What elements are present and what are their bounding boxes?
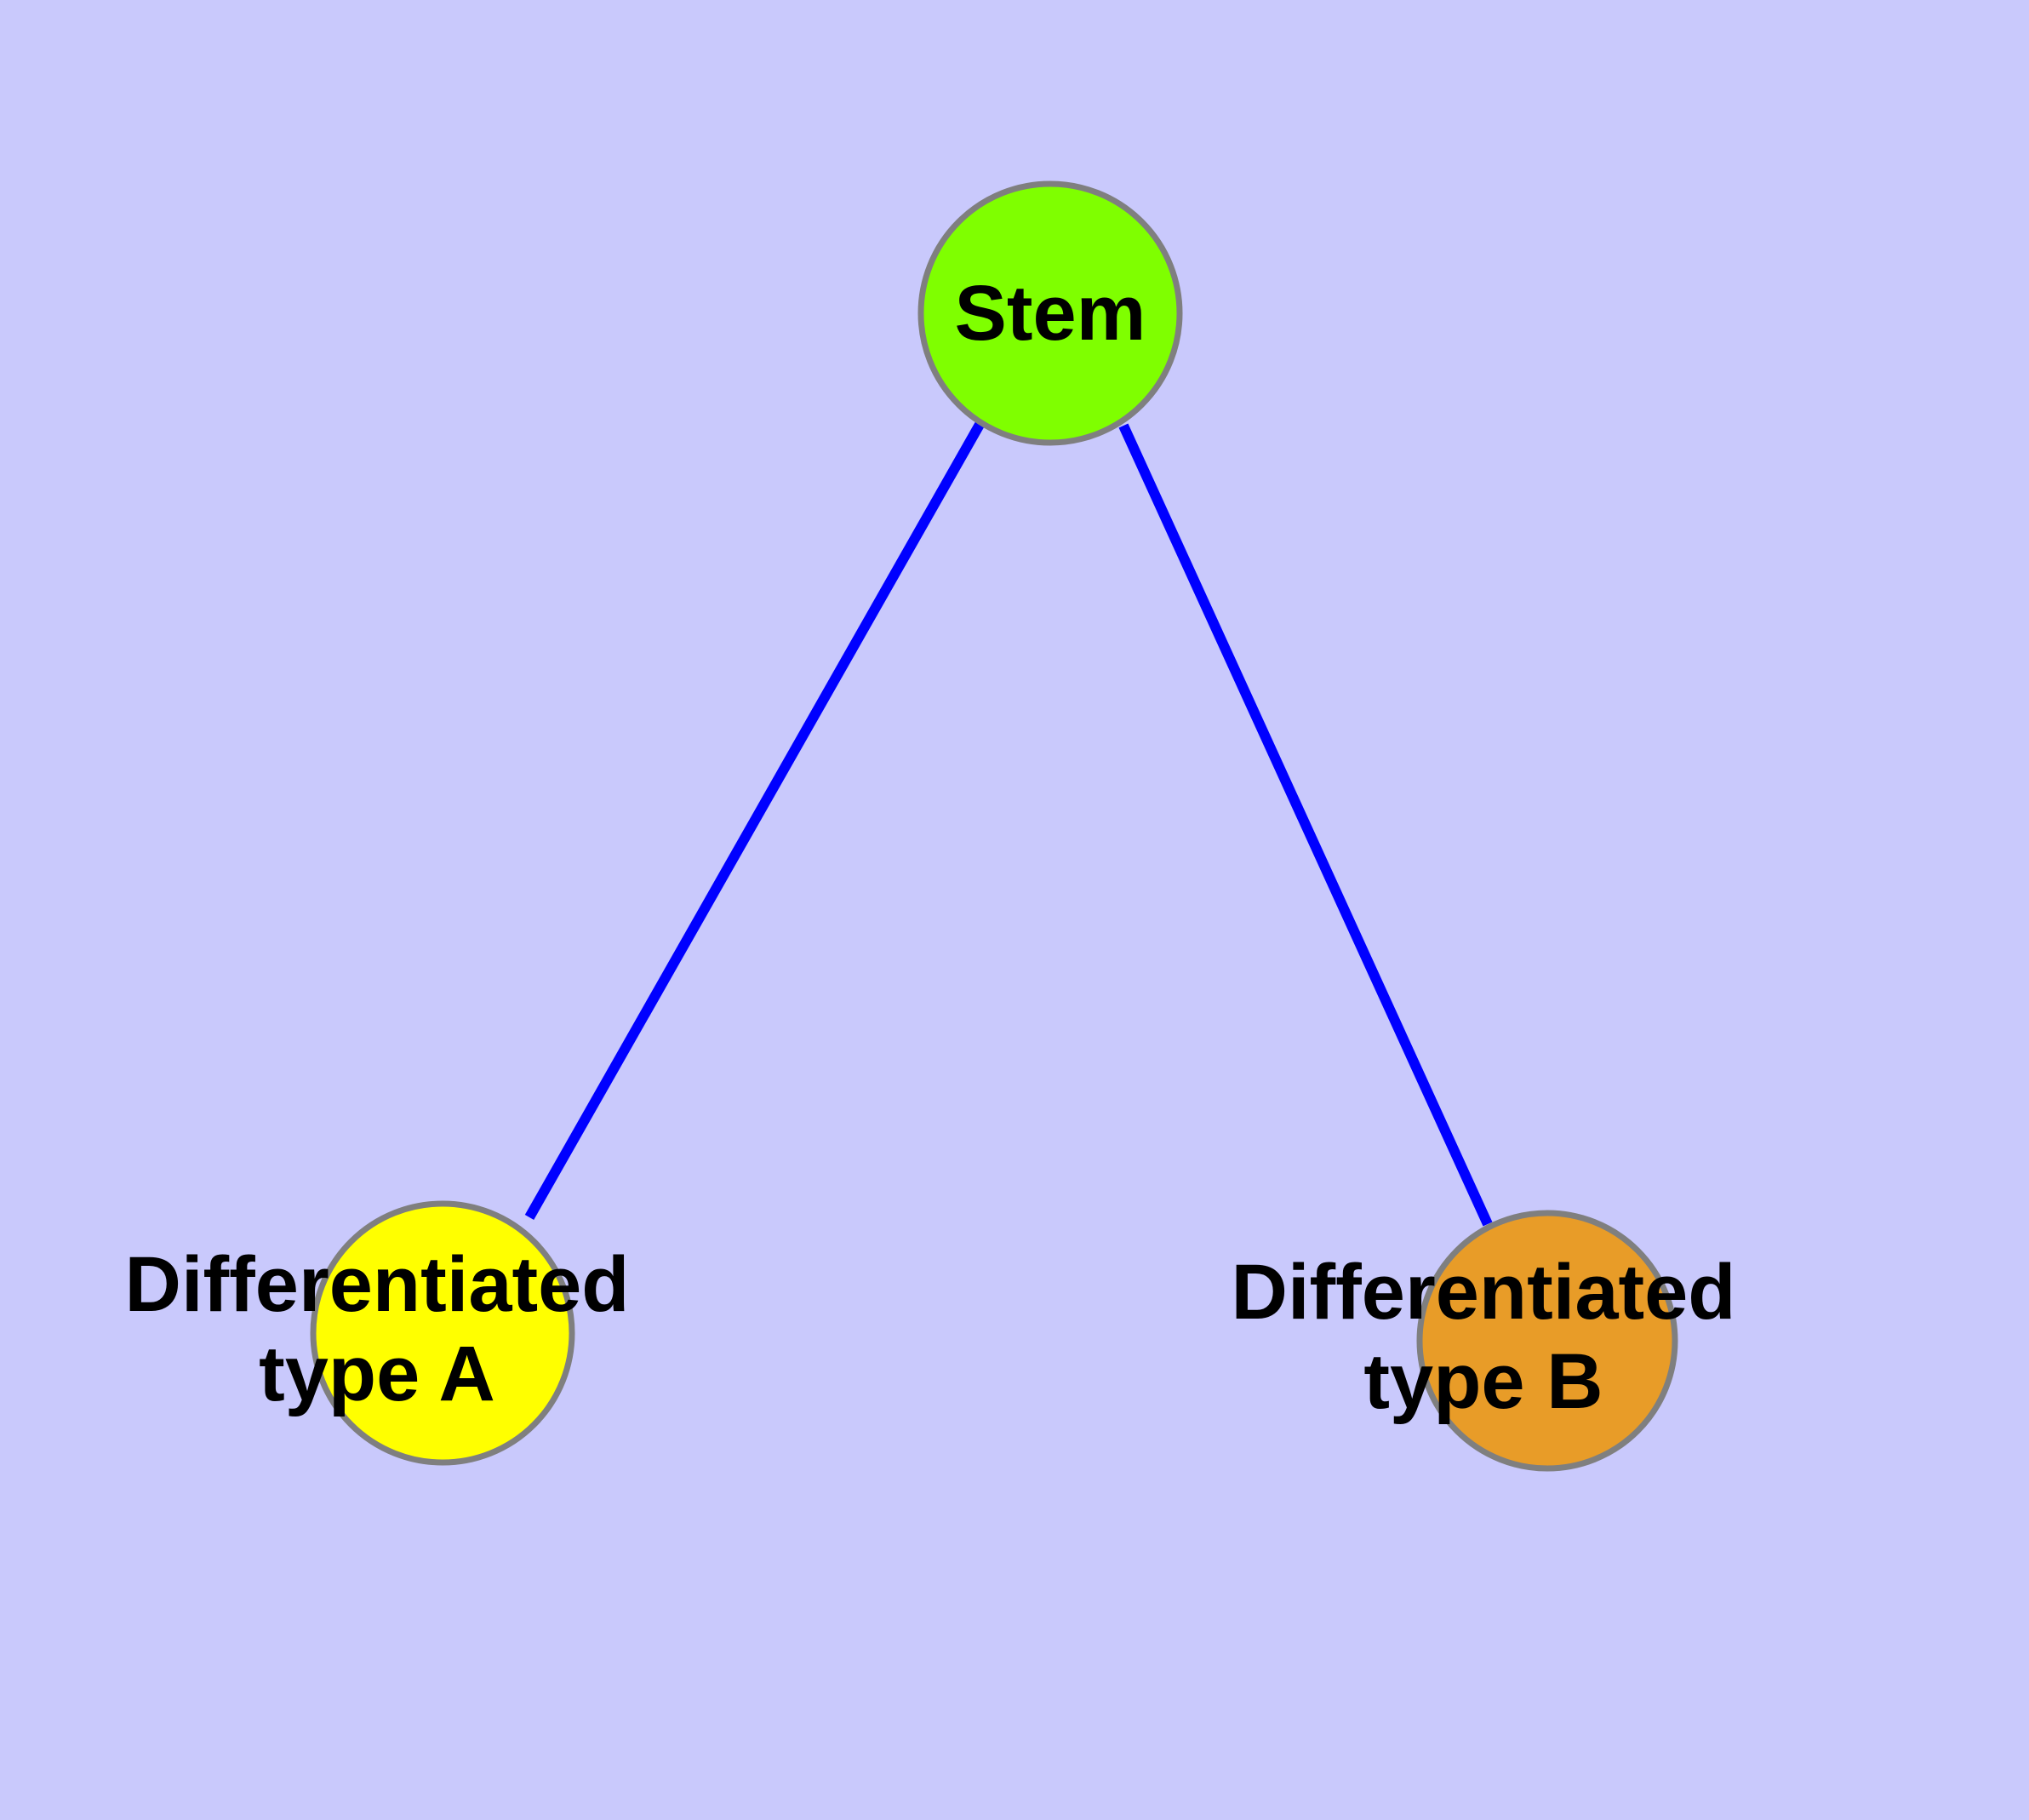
node-label-line: Stem: [955, 270, 1146, 357]
node-circle-stem[interactable]: [917, 180, 1183, 446]
node-circle-diff-a[interactable]: [310, 1200, 575, 1466]
node-label-line: type A: [259, 1331, 495, 1417]
node-circle-diff-b[interactable]: [1416, 1210, 1678, 1472]
edge-stem-to-diff-a[interactable]: [524, 421, 986, 1220]
edges-layer: [524, 421, 1493, 1227]
node-label-line: type B: [1363, 1338, 1603, 1425]
node-label-line: Differentiated: [125, 1241, 630, 1328]
node-label-line: Differentiated: [1232, 1249, 1736, 1336]
node-stem[interactable]: Stem: [917, 180, 1183, 446]
node-label-stem: Stem: [955, 270, 1146, 357]
edge-stem-to-diff-b[interactable]: [1118, 423, 1493, 1227]
